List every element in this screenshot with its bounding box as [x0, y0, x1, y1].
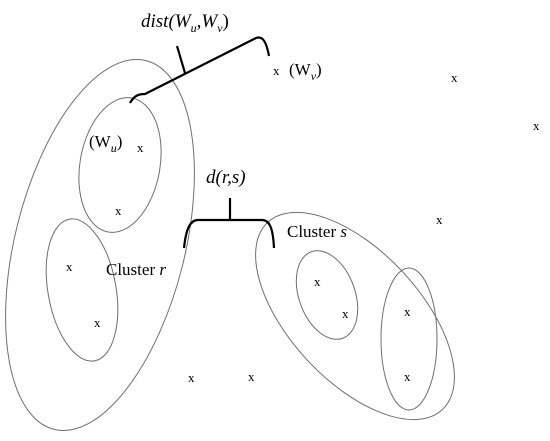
point-wu: x — [137, 140, 144, 155]
point-outlier-bottom-2: x — [248, 369, 255, 384]
cluster-s-outline — [255, 211, 455, 421]
point-outlier-top: x — [451, 70, 458, 85]
point-s-right-1: x — [404, 304, 411, 319]
point-wv: x — [273, 63, 280, 78]
subcluster-r-lower-outline — [45, 218, 119, 362]
cluster-s-label: Cluster s — [287, 222, 347, 241]
dist-bracket — [129, 36, 271, 104]
point-outlier-mid: x — [436, 212, 443, 227]
cluster-r-outline — [5, 59, 195, 431]
point-r-lower-2: x — [94, 315, 101, 330]
cluster-r-label: Cluster r — [106, 260, 166, 279]
point-wu-sub: x — [115, 203, 122, 218]
point-r-lower-1: x — [66, 259, 73, 274]
wu-label: (Wu) — [89, 132, 122, 155]
point-s-left-2: x — [342, 306, 349, 321]
dist-label: dist(Wu,Wv) — [141, 11, 229, 35]
point-s-right-2: x — [404, 369, 411, 384]
drs-bracket — [182, 218, 276, 249]
subcluster-s-left-outline — [295, 250, 359, 340]
drs-label: d(r,s) — [206, 167, 246, 188]
subcluster-wu-outline — [78, 97, 162, 233]
point-s-left-1: x — [314, 274, 321, 289]
point-outlier-bottom-1: x — [188, 370, 195, 385]
point-outlier-right: x — [533, 118, 540, 133]
subcluster-s-right-outline — [380, 267, 438, 411]
wv-label: (Wv) — [289, 60, 322, 83]
dist-bracket-stem — [175, 45, 187, 74]
